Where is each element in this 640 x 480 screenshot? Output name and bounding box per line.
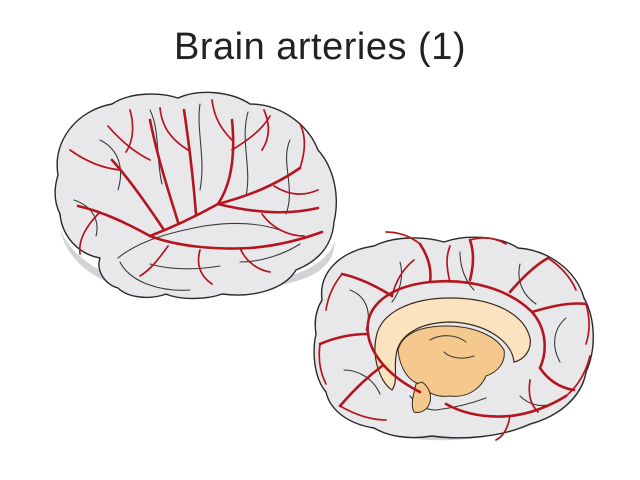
gyrus-line: [244, 111, 249, 197]
artery-branch: [538, 366, 576, 392]
gyrus-line: [149, 109, 163, 185]
artery-twig: [495, 415, 511, 441]
thalamus-line: [443, 351, 475, 359]
artery-twig: [139, 245, 169, 277]
slide-title: Brain arteries (1): [174, 26, 466, 68]
gyrus-line: [518, 263, 537, 305]
artery-branch: [418, 242, 432, 284]
artery-twig: [273, 185, 319, 195]
artery-twig: [469, 237, 507, 245]
artery-twig: [385, 231, 421, 245]
artery-twig: [446, 245, 451, 283]
artery-twig: [547, 257, 577, 291]
artery-twig: [125, 109, 134, 153]
artery-twig: [391, 259, 415, 297]
gyrus-line: [343, 369, 381, 395]
artery-twig: [239, 247, 271, 273]
gyrus-line: [149, 263, 221, 270]
artery-twig: [528, 379, 539, 413]
gyrus-line: [73, 199, 98, 237]
artery-twig: [325, 273, 343, 311]
artery-branch: [340, 272, 394, 298]
artery-twig: [261, 213, 305, 237]
lateral-brain-outline: [54, 91, 337, 300]
artery-branch: [216, 118, 235, 206]
artery-branch: [530, 302, 588, 314]
artery-twig: [107, 125, 151, 161]
medial-arteries: [318, 231, 591, 441]
artery-trunk: [148, 202, 220, 238]
temporal-lobe-edge: [119, 261, 191, 291]
artery-twig: [69, 149, 121, 171]
artery-twig: [159, 107, 189, 151]
gyrus-line: [239, 243, 301, 263]
artery-branch: [318, 332, 370, 346]
artery-branch: [216, 202, 320, 214]
artery-twig: [197, 249, 213, 285]
artery-twig: [299, 123, 306, 169]
lateral-sulcus: [117, 222, 281, 259]
gyrus-line: [459, 251, 475, 291]
corpus-callosum: [374, 297, 531, 391]
lateral-brain-view: [54, 91, 337, 300]
artery-twig: [78, 211, 101, 255]
artery-branch: [216, 166, 302, 206]
artery-branch: [468, 238, 475, 282]
gyrus-line: [99, 139, 122, 191]
artery-twig: [585, 303, 590, 345]
artery-branch: [508, 256, 550, 294]
artery-branch: [182, 108, 198, 216]
artery-twig: [565, 355, 591, 397]
artery-branch: [148, 230, 324, 250]
artery-twig: [211, 99, 233, 141]
artery-branch: [338, 364, 384, 408]
artery-branch: [148, 118, 180, 224]
artery-twig: [318, 343, 327, 385]
gyrus-line: [198, 103, 203, 191]
thalamus-line: [429, 335, 467, 343]
medial-brain-view: [313, 231, 594, 441]
artery-branch: [76, 204, 152, 238]
artery-branch: [110, 158, 166, 232]
gyrus-line: [391, 261, 403, 303]
artery-twig: [261, 109, 270, 151]
lateral-arteries: [69, 99, 324, 285]
gyrus-line: [554, 317, 567, 363]
artery-twig: [339, 405, 387, 421]
